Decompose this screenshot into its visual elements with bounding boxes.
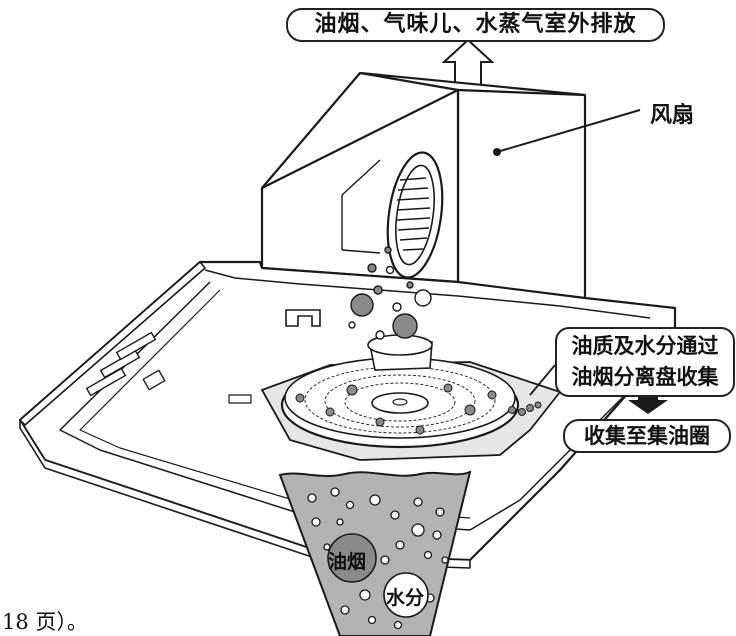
control-panel <box>85 309 321 397</box>
oil-ring-label: 收集至集油圈 <box>563 419 731 453</box>
separator-label-line-1: 油质及水分通过 <box>571 334 719 358</box>
rising-particles <box>348 246 432 340</box>
separator-label-line-2: 油烟分离盘收集 <box>571 365 719 389</box>
smoke-column <box>278 470 472 636</box>
fan-pointer <box>493 109 641 156</box>
fan-grille <box>386 151 444 279</box>
separator-collection-label: 油质及水分通过 油烟分离盘收集 <box>555 327 735 397</box>
exhaust-outdoor-label: 油烟、气味儿、水蒸气室外排放 <box>286 8 665 42</box>
water-label: 水分 <box>386 587 425 609</box>
page-reference-text: 18 页）。 <box>2 610 88 634</box>
fan-label: 风扇 <box>650 103 695 128</box>
exhaust-up-arrow <box>441 38 495 89</box>
disc-droplets <box>295 383 542 435</box>
oil-separator-disc <box>280 334 520 449</box>
oil-smoke-label: 油烟 <box>328 551 367 573</box>
